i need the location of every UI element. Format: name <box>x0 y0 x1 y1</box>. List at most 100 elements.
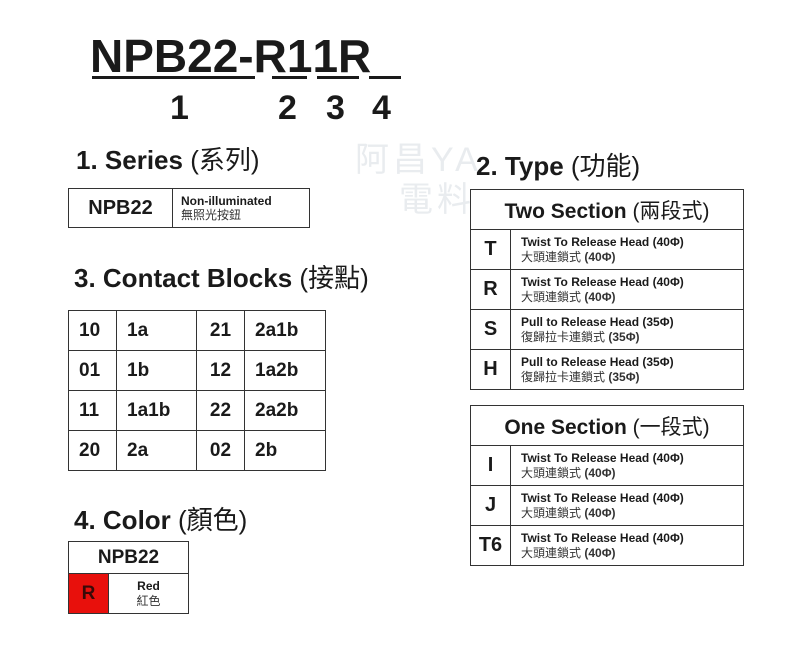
type-desc-zh-size: (40Φ) <box>584 249 616 264</box>
series-heading: 1. Series (系列) <box>76 144 260 176</box>
type-desc-zh-text: 復歸拉卡連鎖式 <box>521 369 609 384</box>
type-heading-en: 2. Type <box>476 151 571 181</box>
type-desc-zh: 大頭連鎖式 (40Φ) <box>521 466 733 481</box>
table-row: 11 1a1b 22 2a2b <box>68 390 326 431</box>
watermark-line2: 電料 <box>399 181 475 219</box>
type-desc-zh: 大頭連鎖式 (40Φ) <box>521 290 733 305</box>
underline-series <box>92 76 255 79</box>
type-desc-zh-size: (40Φ) <box>584 465 616 480</box>
contact-config: 2a1b <box>244 310 326 351</box>
model-code: NPB22-R11R <box>90 30 371 82</box>
type-desc-zh: 復歸拉卡連鎖式 (35Φ) <box>521 330 733 345</box>
model-code-type: R <box>253 30 287 82</box>
index-label-3: 3 <box>326 89 345 127</box>
type-key: T <box>470 229 511 270</box>
series-code: NPB22 <box>68 188 173 228</box>
type-key: J <box>470 485 511 526</box>
type-desc-zh-size: (40Φ) <box>584 545 616 560</box>
type-desc-zh-text: 大頭連鎖式 <box>521 545 585 560</box>
one-section-table: One Section (一段式) I Twist To Release Hea… <box>470 405 744 566</box>
contact-blocks-table: 10 1a 21 2a1b 01 1b 12 1a2b 11 1a1b 22 2… <box>68 310 326 471</box>
type-desc-zh-size: (40Φ) <box>584 289 616 304</box>
type-key: H <box>470 349 511 390</box>
contact-code: 01 <box>68 350 117 391</box>
underline-type <box>272 76 307 79</box>
type-desc-zh-size: (35Φ) <box>608 369 640 384</box>
color-name: Red 紅色 <box>108 573 189 614</box>
type-description: Twist To Release Head (40Φ) 大頭連鎖式 (40Φ) <box>510 525 744 566</box>
type-desc-zh: 大頭連鎖式 (40Φ) <box>521 546 733 561</box>
type-desc-en: Twist To Release Head (40Φ) <box>521 490 684 505</box>
type-option-row: H Pull to Release Head (35Φ) 復歸拉卡連鎖式 (35… <box>470 349 744 390</box>
two-section-table: Two Section (兩段式) T Twist To Release Hea… <box>470 189 744 390</box>
type-desc-zh: 大頭連鎖式 (40Φ) <box>521 250 733 265</box>
two-section-title: Two Section (兩段式) <box>470 189 744 230</box>
type-desc-zh-text: 大頭連鎖式 <box>521 505 585 520</box>
contact-blocks-heading: 3. Contact Blocks (接點) <box>74 262 369 294</box>
two-section-title-row: Two Section (兩段式) <box>470 189 744 230</box>
type-desc-en: Twist To Release Head (40Φ) <box>521 530 684 545</box>
type-heading-zh: (功能) <box>570 151 641 181</box>
type-description: Twist To Release Head (40Φ) 大頭連鎖式 (40Φ) <box>510 269 744 310</box>
series-heading-en: 1. Series <box>76 145 191 175</box>
type-desc-zh-text: 大頭連鎖式 <box>521 249 585 264</box>
type-option-row: R Twist To Release Head (40Φ) 大頭連鎖式 (40Φ… <box>470 269 744 310</box>
two-section-title-en: Two Section <box>504 199 633 223</box>
color-swatch-red: R <box>68 573 109 614</box>
contact-heading-zh: (接點) <box>299 263 369 293</box>
type-option-row: I Twist To Release Head (40Φ) 大頭連鎖式 (40Φ… <box>470 445 744 486</box>
type-option-row: T Twist To Release Head (40Φ) 大頭連鎖式 (40Φ… <box>470 229 744 270</box>
type-description: Twist To Release Head (40Φ) 大頭連鎖式 (40Φ) <box>510 445 744 486</box>
contact-config: 2a2b <box>244 390 326 431</box>
color-heading: 4. Color (顏色) <box>74 504 247 536</box>
type-desc-zh-size: (35Φ) <box>608 329 640 344</box>
watermark-line1: 阿昌YA <box>355 141 482 179</box>
type-desc-en: Pull to Release Head (35Φ) <box>521 314 674 329</box>
type-desc-zh-size: (40Φ) <box>584 505 616 520</box>
one-section-title: One Section (一段式) <box>470 405 744 446</box>
contact-code: 22 <box>196 390 245 431</box>
contact-code: 20 <box>68 430 117 471</box>
color-name-zh: 紅色 <box>136 593 161 608</box>
model-code-dash: - <box>238 30 254 82</box>
model-code-contact-1: 1 <box>286 30 313 82</box>
type-option-row: J Twist To Release Head (40Φ) 大頭連鎖式 (40Φ… <box>470 485 744 526</box>
color-row: R Red 紅色 <box>68 573 189 614</box>
series-description: Non-illuminated 無照光按鈕 <box>172 188 310 228</box>
type-key: I <box>470 445 511 486</box>
type-heading: 2. Type (功能) <box>476 150 640 182</box>
model-code-series: NPB22 <box>90 30 239 82</box>
one-section-title-en: One Section <box>504 415 633 439</box>
type-desc-zh-text: 復歸拉卡連鎖式 <box>521 329 609 344</box>
color-series-label: NPB22 <box>68 541 189 574</box>
type-key: T6 <box>470 525 511 566</box>
index-label-2: 2 <box>278 89 297 127</box>
contact-code: 21 <box>196 310 245 351</box>
type-key: R <box>470 269 511 310</box>
index-label-4: 4 <box>372 89 391 127</box>
table-row: 10 1a 21 2a1b <box>68 310 326 351</box>
contact-code: 11 <box>68 390 117 431</box>
contact-config: 2a <box>116 430 197 471</box>
model-code-contact-2: 1 <box>312 30 339 82</box>
underline-contact <box>317 76 359 79</box>
one-section-title-row: One Section (一段式) <box>470 405 744 446</box>
type-desc-en: Pull to Release Head (35Φ) <box>521 354 674 369</box>
type-description: Twist To Release Head (40Φ) 大頭連鎖式 (40Φ) <box>510 229 744 270</box>
contact-config: 2b <box>244 430 326 471</box>
color-header-row: NPB22 <box>68 541 189 574</box>
color-name-en: Red <box>137 578 160 593</box>
underline-color <box>369 76 401 79</box>
color-table: NPB22 R Red 紅色 <box>68 541 189 614</box>
watermark: 阿昌YA 電料 <box>355 140 482 220</box>
series-desc-zh: 無照光按鈕 <box>181 208 242 222</box>
type-key: S <box>470 309 511 350</box>
type-option-row: T6 Twist To Release Head (40Φ) 大頭連鎖式 (40… <box>470 525 744 566</box>
color-heading-zh: (顏色) <box>178 505 248 535</box>
type-desc-en: Twist To Release Head (40Φ) <box>521 274 684 289</box>
two-section-title-zh: (兩段式) <box>632 199 710 223</box>
type-desc-zh-text: 大頭連鎖式 <box>521 465 585 480</box>
series-heading-zh: (系列) <box>190 145 260 175</box>
series-desc-en: Non-illuminated <box>181 194 272 208</box>
type-description: Pull to Release Head (35Φ) 復歸拉卡連鎖式 (35Φ) <box>510 349 744 390</box>
